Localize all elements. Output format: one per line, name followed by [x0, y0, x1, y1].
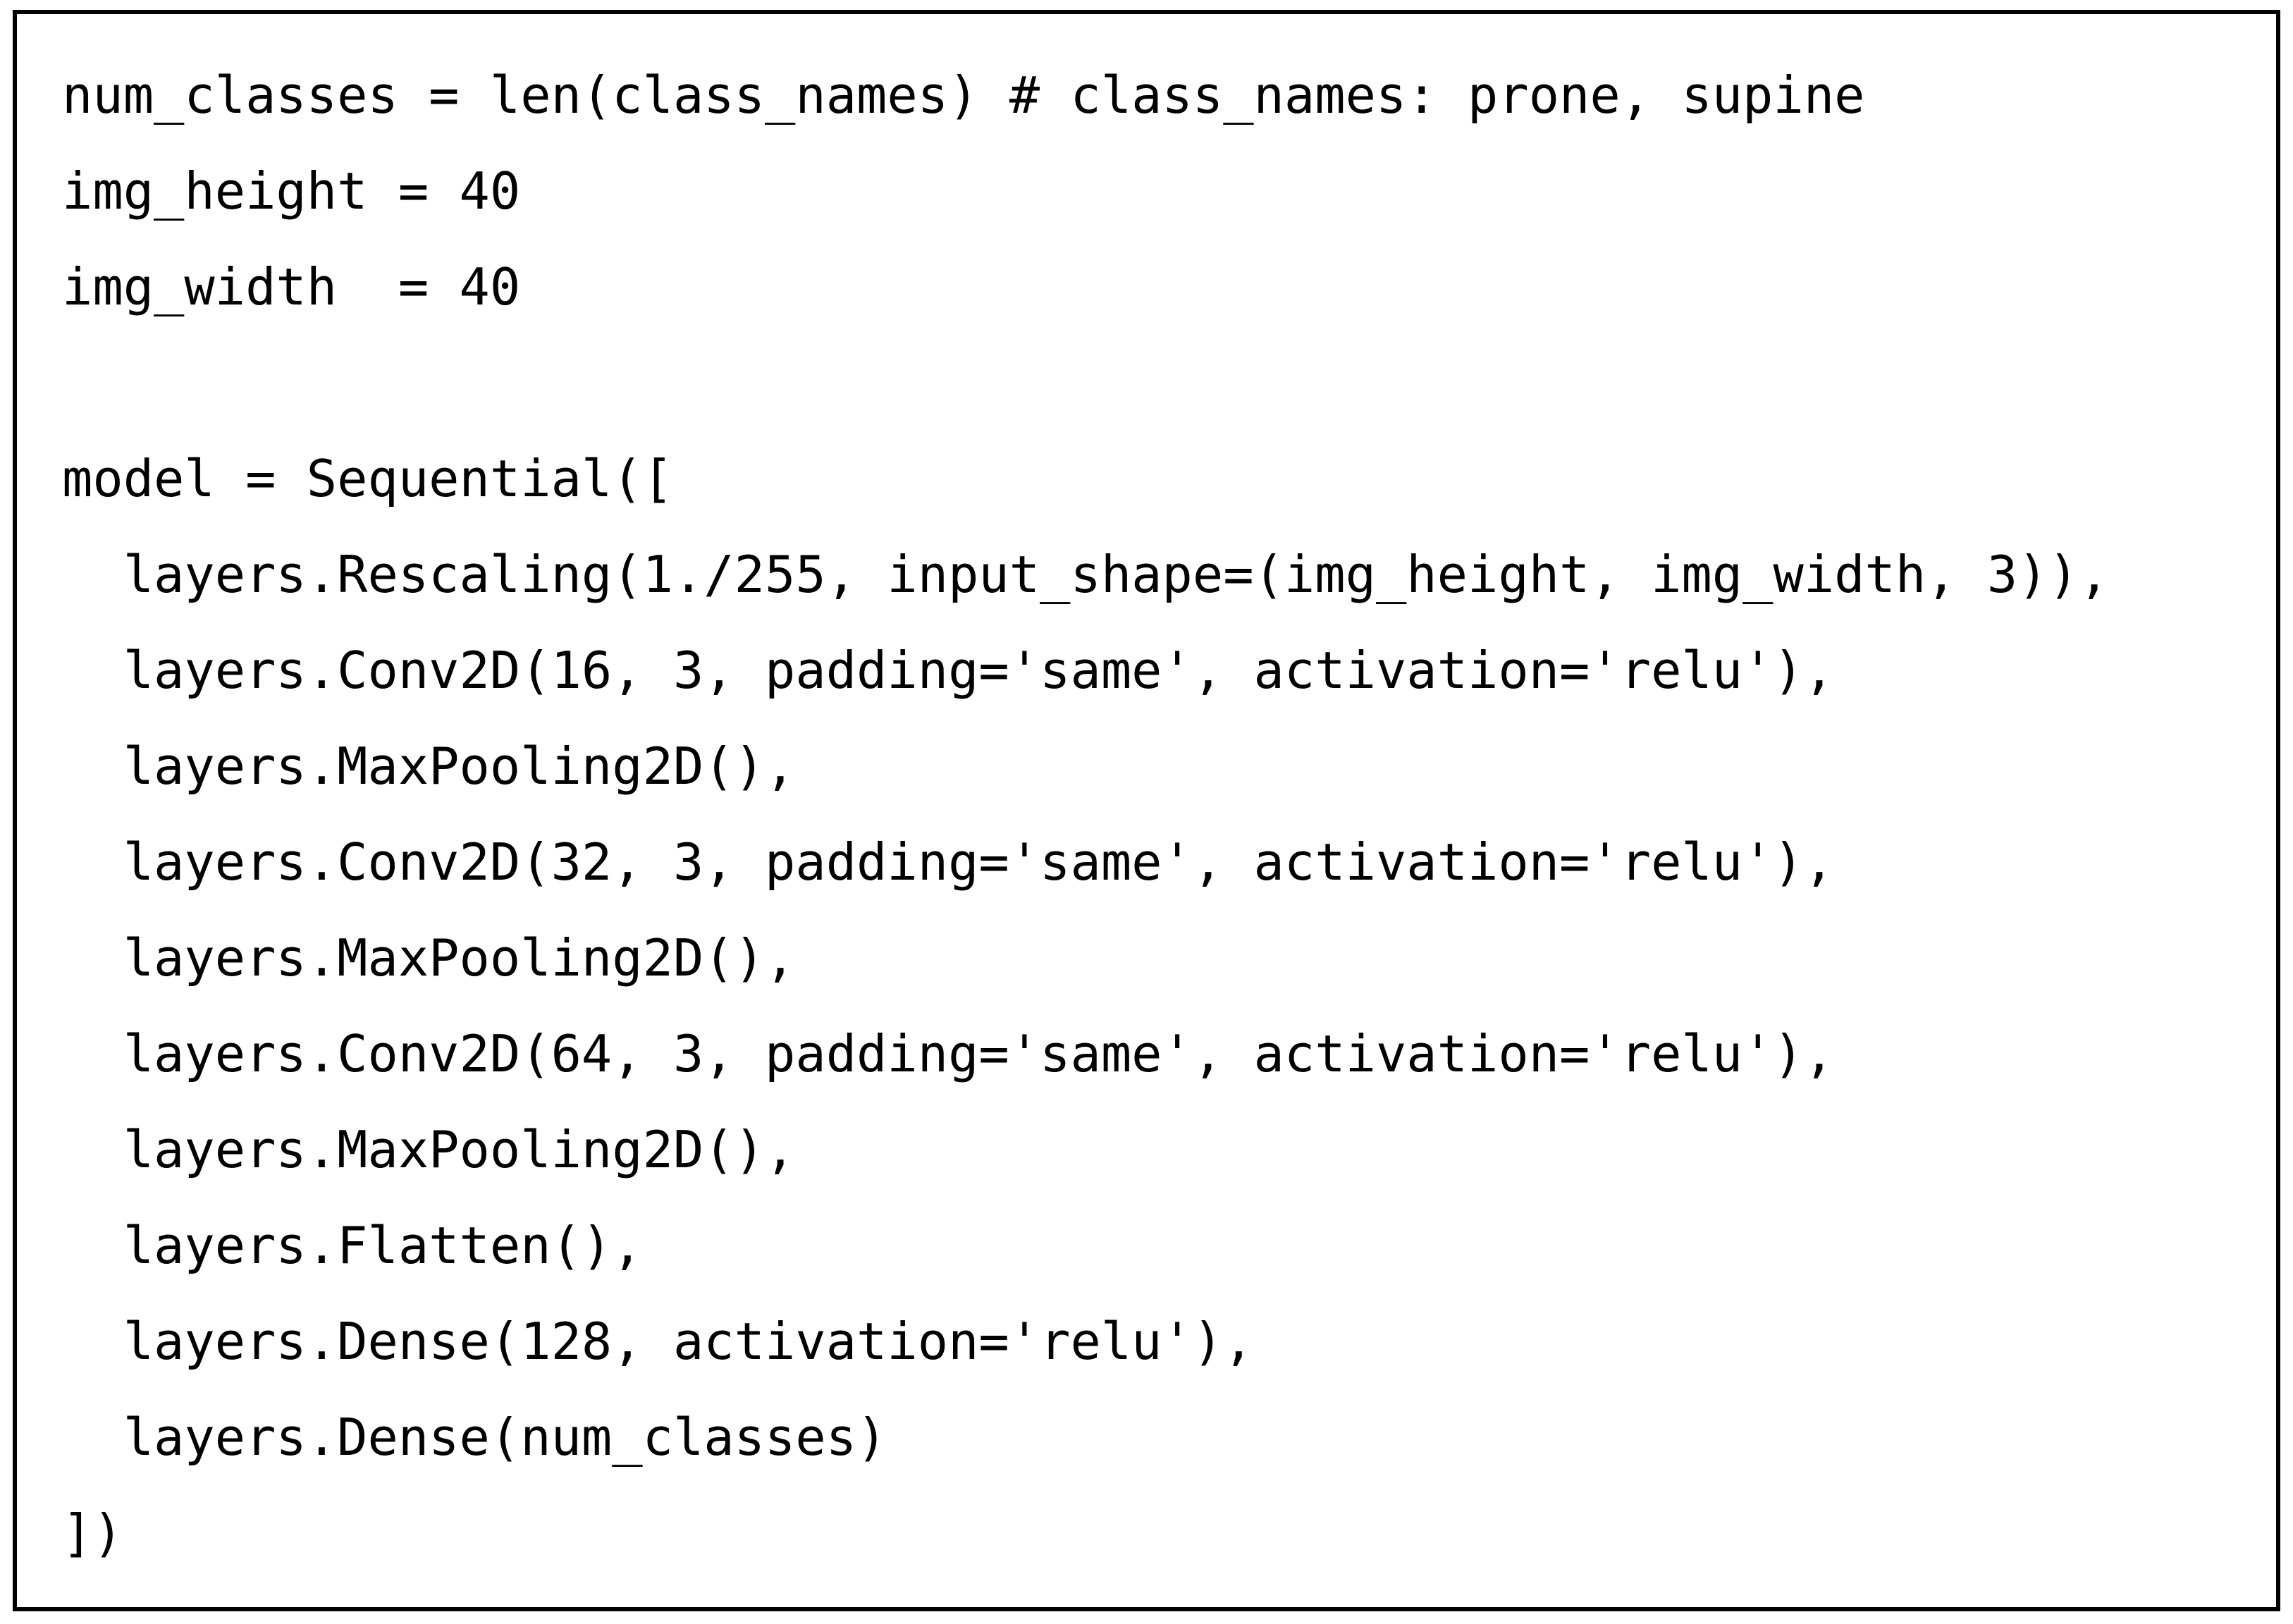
code-line: layers.Dense(128, activation='relu'), [62, 1312, 1254, 1371]
code-line: img_height = 40 [62, 161, 521, 221]
code-line: layers.Dense(num_classes) [62, 1408, 887, 1467]
code-line: layers.Conv2D(16, 3, padding='same', act… [62, 641, 1835, 700]
code-line: model = Sequential([ [62, 449, 673, 508]
code-line: num_classes = len(class_names) # class_n… [62, 66, 1865, 125]
code-frame: num_classes = len(class_names) # class_n… [13, 10, 2280, 1611]
code-block: num_classes = len(class_names) # class_n… [62, 63, 2109, 1597]
code-line: layers.Conv2D(32, 3, padding='same', act… [62, 832, 1835, 892]
code-line: layers.Flatten(), [62, 1216, 643, 1275]
code-line: layers.Conv2D(64, 3, padding='same', act… [62, 1024, 1835, 1083]
code-line: layers.MaxPooling2D(), [62, 737, 796, 796]
code-line: img_width = 40 [62, 257, 521, 316]
code-line: layers.MaxPooling2D(), [62, 1120, 796, 1179]
code-line: layers.MaxPooling2D(), [62, 928, 796, 988]
code-line [62, 351, 2109, 447]
code-line: layers.Rescaling(1./255, input_shape=(im… [62, 545, 2110, 604]
code-line: ]) [62, 1503, 123, 1563]
